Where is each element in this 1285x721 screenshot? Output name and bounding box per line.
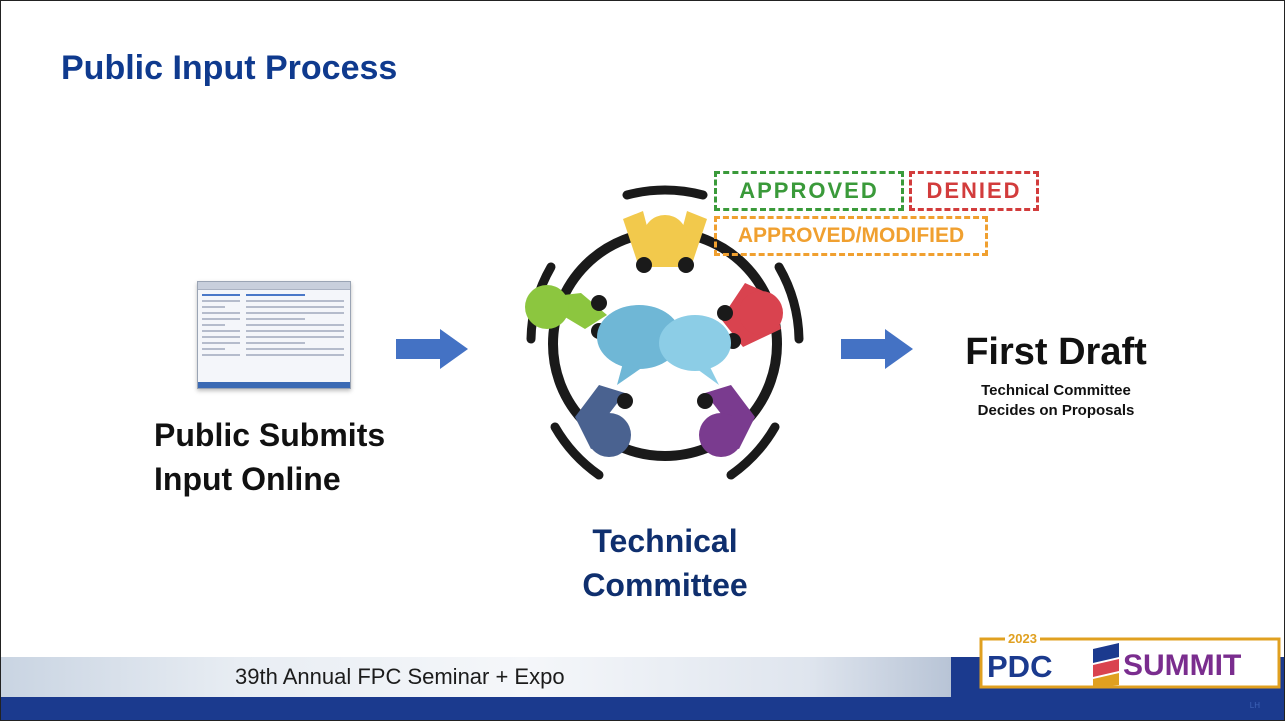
slide-title: Public Input Process — [61, 49, 398, 87]
first-draft-title: First Draft — [965, 331, 1147, 373]
footer-light-banner — [1, 657, 951, 697]
denied-stamp: DENIED — [909, 171, 1039, 211]
logo-frame-icon — [979, 637, 1281, 689]
browser-toolbar — [198, 282, 350, 290]
technical-committee-label: Technical Committee — [582, 523, 748, 603]
logo-summit-text: SUMMIT — [1123, 649, 1242, 682]
approved-modified-stamp: APPROVED/MODIFIED — [714, 216, 988, 256]
browser-sidebar — [202, 294, 240, 380]
website-screenshot-thumbnail — [197, 281, 351, 389]
event-name: 39th Annual FPC Seminar + Expo — [235, 664, 565, 689]
browser-content — [246, 294, 344, 380]
person-purple-icon — [697, 385, 755, 457]
person-slate-icon — [575, 385, 633, 457]
pdc-summit-logo: 2023 PDC SUMMIT — [957, 627, 1281, 689]
logo-year: 2023 — [1005, 631, 1040, 646]
public-submits-label: Public Submits Input Online — [154, 417, 386, 497]
logo-pdc-text: PDC — [987, 649, 1053, 684]
approved-stamp: APPROVED — [714, 171, 904, 211]
presenter-initials: LH — [1249, 701, 1260, 710]
arrow-right-icon — [841, 329, 913, 369]
person-yellow-icon — [623, 211, 707, 273]
browser-taskbar — [198, 382, 350, 388]
committee-meeting-illustration — [525, 185, 804, 480]
speech-bubbles-icon — [597, 305, 731, 385]
first-draft-subtitle: Technical Committee Decides on Proposals — [977, 382, 1135, 419]
arrow-right-icon — [396, 329, 468, 369]
